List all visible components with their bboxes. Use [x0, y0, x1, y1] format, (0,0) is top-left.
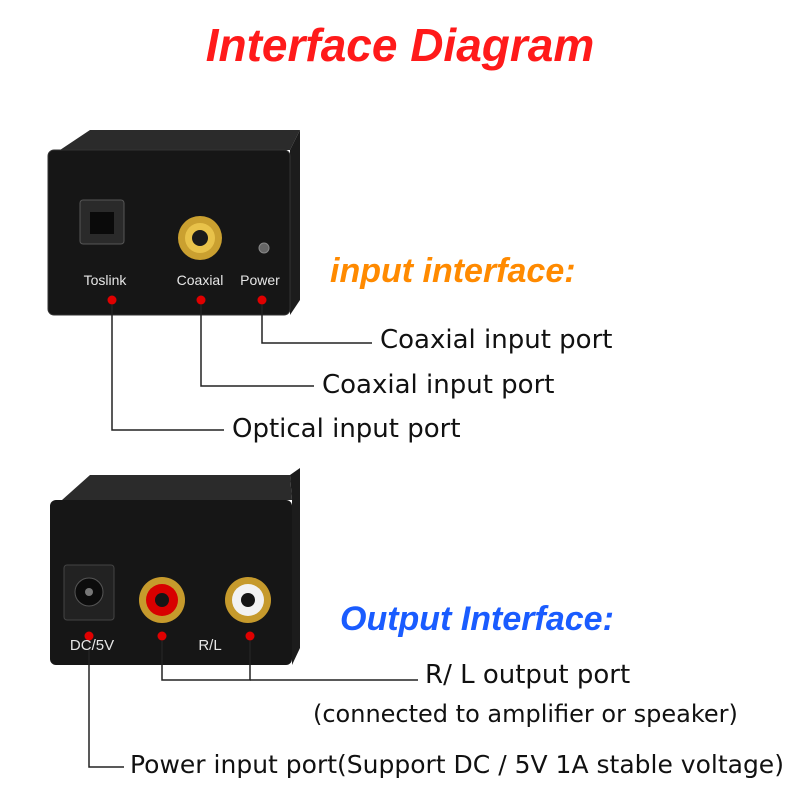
- callout-rl-output-note: (connected to amplifier or speaker): [313, 700, 738, 728]
- diagram-title: Interface Diagram: [205, 19, 595, 71]
- output-interface-heading: Output Interface:: [340, 600, 614, 638]
- callout-rl-output: R/ L output port: [425, 660, 631, 690]
- toslink-label: Toslink: [84, 272, 128, 288]
- rl-label: R/L: [198, 637, 221, 654]
- dc-label: DC/5V: [70, 637, 114, 654]
- callout-optical: Optical input port: [232, 414, 461, 444]
- input-leader-lines: [111, 305, 372, 431]
- coaxial-label: Coaxial: [177, 272, 224, 288]
- power-label: Power: [240, 272, 280, 288]
- output-leader-lines: [88, 641, 418, 768]
- power-led: [258, 242, 270, 254]
- output-device: [50, 468, 300, 665]
- input-device: [47, 130, 300, 316]
- callout-coaxial-1: Coaxial input port: [380, 325, 613, 355]
- input-interface-heading: input interface:: [330, 252, 576, 290]
- callout-power-input: Power input port(Support DC / 5V 1A stab…: [130, 750, 784, 779]
- callout-coaxial-2: Coaxial input port: [322, 370, 555, 400]
